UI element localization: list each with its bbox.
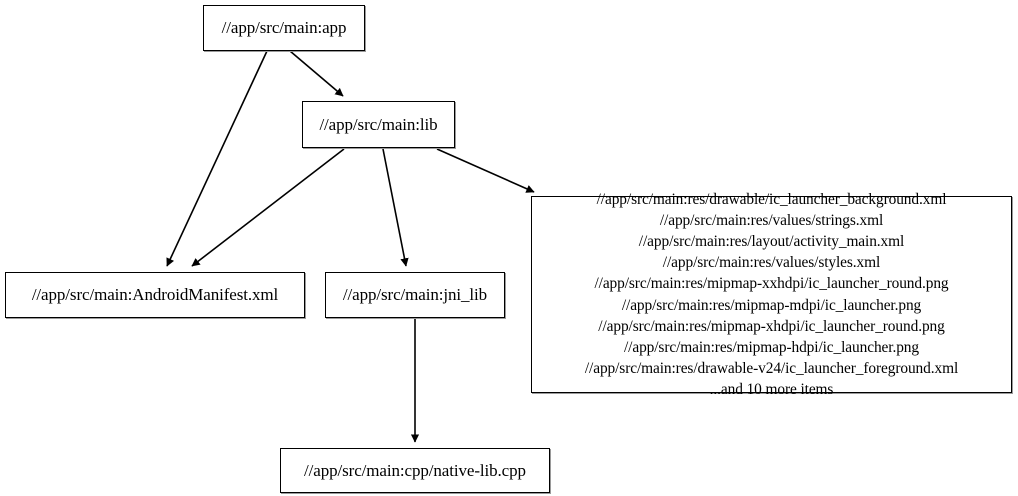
node-lib-label: //app/src/main:lib (319, 114, 438, 134)
edge-app-to-manifest (166, 50, 268, 267)
edge-lib-to-res (436, 148, 535, 193)
node-app[interactable]: //app/src/main:app (203, 5, 365, 51)
edge-app-to-lib (289, 50, 344, 97)
node-jni-lib-label: //app/src/main:jni_lib (342, 285, 488, 305)
node-app-label: //app/src/main:app (221, 18, 347, 38)
edge-lib-to-jni-lib (382, 148, 409, 267)
node-lib[interactable]: //app/src/main:lib (302, 101, 455, 148)
node-res-bundle-label: //app/src/main:res/drawable/ic_launcher_… (584, 190, 959, 399)
node-android-manifest-label: //app/src/main:AndroidManifest.xml (31, 285, 279, 305)
edge-lib-to-manifest (191, 148, 345, 267)
node-res-bundle[interactable]: //app/src/main:res/drawable/ic_launcher_… (531, 191, 1012, 398)
node-native-lib-cpp[interactable]: //app/src/main:cpp/native-lib.cpp (280, 448, 550, 493)
node-native-lib-cpp-label: //app/src/main:cpp/native-lib.cpp (304, 460, 526, 480)
node-jni-lib[interactable]: //app/src/main:jni_lib (325, 272, 505, 318)
node-android-manifest[interactable]: //app/src/main:AndroidManifest.xml (5, 272, 305, 318)
